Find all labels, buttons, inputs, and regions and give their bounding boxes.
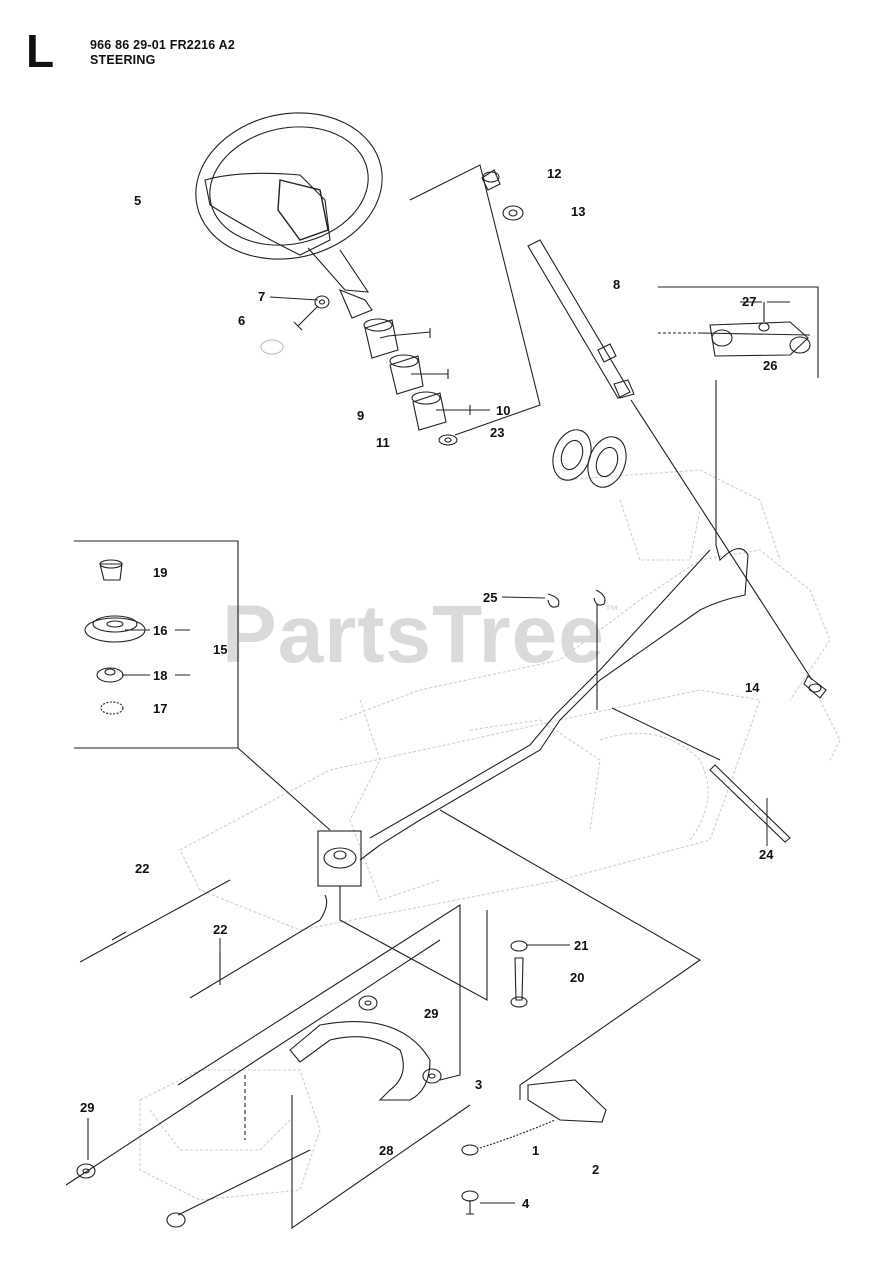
set-screws <box>387 328 471 415</box>
part-number-line: 966 86 29-01 FR2216 A2 <box>90 38 236 52</box>
inset-box-15 <box>74 540 239 749</box>
watermark-trademark: ™ <box>604 602 620 618</box>
callout-11: 11 <box>376 435 390 450</box>
callout-14: 14 <box>745 680 760 695</box>
steering-column <box>481 169 635 399</box>
callout-26: 26 <box>763 358 777 373</box>
callout-12: 12 <box>547 166 561 181</box>
coupling-sleeves <box>363 318 458 446</box>
steering-cable <box>359 380 749 861</box>
callout-8: 8 <box>613 277 620 292</box>
callout-13: 13 <box>571 204 585 219</box>
callout-6: 6 <box>238 313 245 328</box>
callout-19: 19 <box>153 565 167 580</box>
callout-25: 25 <box>483 590 497 605</box>
chassis-outline <box>139 469 841 1201</box>
callout-2: 2 <box>592 1162 599 1177</box>
callout-3: 3 <box>475 1077 482 1092</box>
inset-box-26-27 <box>658 286 819 378</box>
callout-20: 20 <box>570 970 584 985</box>
callout-24: 24 <box>759 847 774 862</box>
callout-4: 4 <box>522 1196 530 1211</box>
callout-22-upper: 22 <box>135 861 149 876</box>
watermark-text: PartsTree <box>222 589 605 680</box>
callout-29-right: 29 <box>424 1006 438 1021</box>
callout-29-left: 29 <box>80 1100 94 1115</box>
callout-16: 16 <box>153 623 167 638</box>
callout-1: 1 <box>532 1143 539 1158</box>
callout-9: 9 <box>357 408 364 423</box>
callout-15: 15 <box>213 642 227 657</box>
callout-10: 10 <box>496 403 510 418</box>
steering-wheel <box>195 112 383 293</box>
callout-28: 28 <box>379 1143 393 1158</box>
callout-18: 18 <box>153 668 167 683</box>
callout-22-lower: 22 <box>213 922 227 937</box>
callout-21: 21 <box>574 938 588 953</box>
callout-23: 23 <box>490 425 504 440</box>
pulleys <box>552 429 627 488</box>
callout-7: 7 <box>258 289 265 304</box>
callout-27: 27 <box>742 294 756 309</box>
section-letter: L <box>26 25 55 77</box>
callout-17: 17 <box>153 701 167 716</box>
section-title: STEERING <box>90 53 156 67</box>
callout-5: 5 <box>134 193 141 208</box>
partstree-watermark: PartsTree™ <box>222 588 620 682</box>
